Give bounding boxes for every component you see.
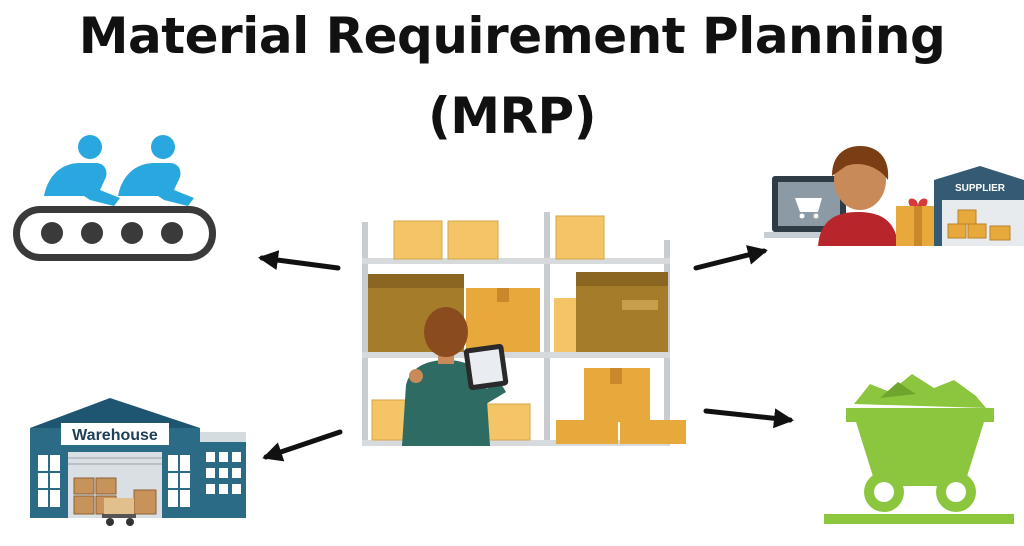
mine-cart-icon [824, 374, 1014, 524]
online-supplier-icon [764, 146, 1024, 246]
production-conveyor-icon [13, 135, 216, 261]
supplier-sign-label: SUPPLIER [955, 183, 1006, 194]
arrow-to-production [258, 250, 341, 271]
arrow-to-mine [703, 408, 794, 429]
page-title-abbreviation: (MRP) [427, 87, 597, 145]
page-title: Material Requirement Planning [78, 7, 946, 65]
warehouse-sign-label: Warehouse [72, 427, 158, 444]
arrow-to-warehouse [262, 429, 343, 462]
warehouse-building-icon [30, 398, 246, 526]
warehouse-worker-shelves-icon [362, 212, 686, 446]
arrow-to-supplier [693, 245, 768, 271]
